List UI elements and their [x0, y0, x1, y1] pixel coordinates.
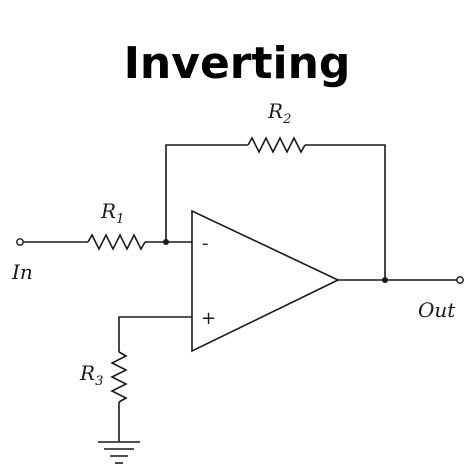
input-terminal: [16, 238, 24, 246]
resistor-r3: [110, 351, 128, 403]
noninverting-wire: [118, 316, 192, 352]
feedback-wire-right: [305, 144, 386, 280]
input-label: In: [11, 260, 33, 284]
output-label: Out: [418, 298, 456, 322]
resistor-r1: [87, 233, 146, 251]
resistor-r2: [247, 136, 306, 154]
r2-label: R2: [267, 99, 291, 127]
r3-label: R3: [79, 361, 103, 389]
inverting-input-sign: -: [202, 233, 209, 254]
r1-label: R1: [100, 199, 124, 227]
ground-icon: [98, 441, 140, 464]
diagram-title: Inverting: [123, 38, 351, 89]
output-terminal: [456, 276, 464, 284]
noninverting-input-sign: +: [201, 308, 216, 329]
opamp-triangle: [191, 209, 340, 353]
feedback-wire-left: [165, 144, 248, 242]
output-junction: [382, 277, 388, 283]
